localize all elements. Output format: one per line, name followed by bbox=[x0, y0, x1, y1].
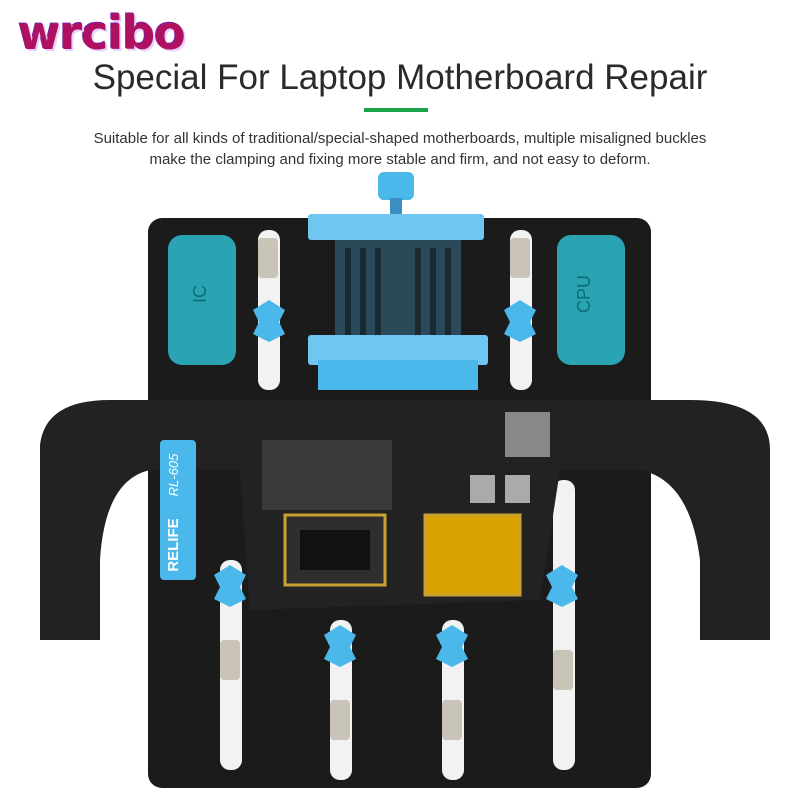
cpu-pad-label: CPU bbox=[574, 275, 594, 313]
page-title: Special For Laptop Motherboard Repair bbox=[92, 58, 708, 97]
product-description: Suitable for all kinds of traditional/sp… bbox=[40, 128, 760, 170]
laptop-motherboard bbox=[40, 400, 770, 640]
ic-pad bbox=[168, 235, 236, 365]
fixture-model-label: RL-605 bbox=[166, 453, 181, 496]
cpu-pad bbox=[557, 235, 625, 365]
central-clamp bbox=[308, 172, 488, 390]
clamp-posts bbox=[220, 238, 573, 740]
description-line-1: Suitable for all kinds of traditional/sp… bbox=[93, 130, 707, 147]
description-line-2: make the clamping and fixing more stable… bbox=[149, 151, 651, 168]
buckle-clips bbox=[214, 300, 578, 667]
fixture-label-strip: RELIFE RL-605 bbox=[160, 440, 196, 580]
fixture-brand-label: RELIFE bbox=[165, 518, 182, 571]
brand-logo: wrcibo bbox=[18, 6, 186, 60]
cpu-chip bbox=[423, 513, 522, 597]
title-accent-bar bbox=[364, 108, 428, 112]
ic-pad-label: IC bbox=[190, 285, 210, 303]
